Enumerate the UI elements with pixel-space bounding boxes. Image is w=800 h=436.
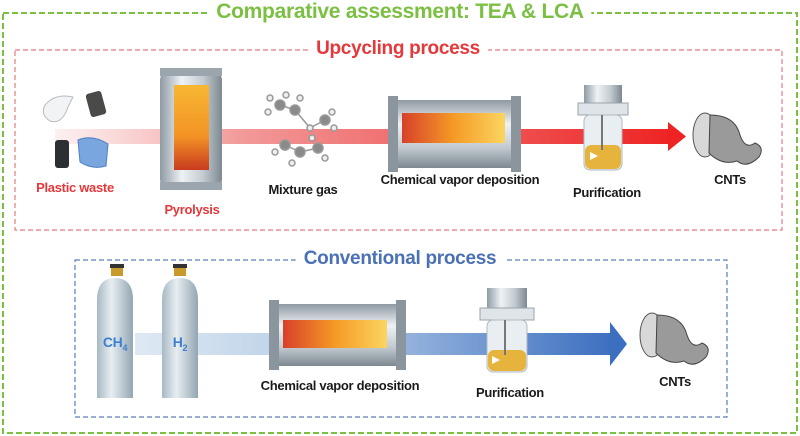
pyrolysis-reactor-icon: [160, 68, 222, 190]
main-title: Comparative assessment: TEA & LCA: [208, 0, 592, 24]
h2-text: H: [172, 334, 183, 350]
label-purification-conventional: Purification: [476, 385, 544, 400]
ch4-cylinder-icon: [97, 264, 133, 398]
label-pyrolysis: Pyrolysis: [164, 202, 220, 217]
label-ch4: CH4: [102, 334, 128, 353]
label-cnts: CNTs: [714, 172, 746, 187]
cnt-structure-icon: [639, 312, 709, 365]
label-purification: Purification: [573, 185, 641, 200]
cvd-reactor-icon: [388, 96, 521, 172]
label-cvd-conventional: Chemical vapor deposition: [260, 378, 420, 393]
conventional-dashed-frame: [74, 259, 728, 418]
purification-vessel-icon: [479, 288, 535, 373]
cvd-reactor-icon: [269, 300, 406, 370]
ch4-subscript: 4: [122, 342, 128, 353]
upcycling-dashed-frame: [14, 49, 783, 231]
plastic-waste-icon: [42, 91, 109, 168]
cnt-structure-icon: [692, 112, 762, 165]
ch4-text: CH: [102, 334, 123, 350]
label-plastic-waste: Plastic waste: [36, 180, 114, 195]
upcycling-title: Upcycling process: [308, 38, 488, 60]
label-cvd: Chemical vapor deposition: [380, 172, 540, 187]
h2-cylinder-icon: [162, 264, 198, 398]
purification-vessel-icon: [577, 85, 629, 171]
gas-molecules-icon: [264, 91, 338, 167]
h2-subscript: 2: [182, 342, 188, 353]
label-h2: H2: [173, 334, 188, 353]
label-mixture-gas: Mixture gas: [268, 182, 338, 197]
conventional-title: Conventional process: [295, 248, 505, 270]
label-cnts-conventional: CNTs: [659, 374, 691, 389]
